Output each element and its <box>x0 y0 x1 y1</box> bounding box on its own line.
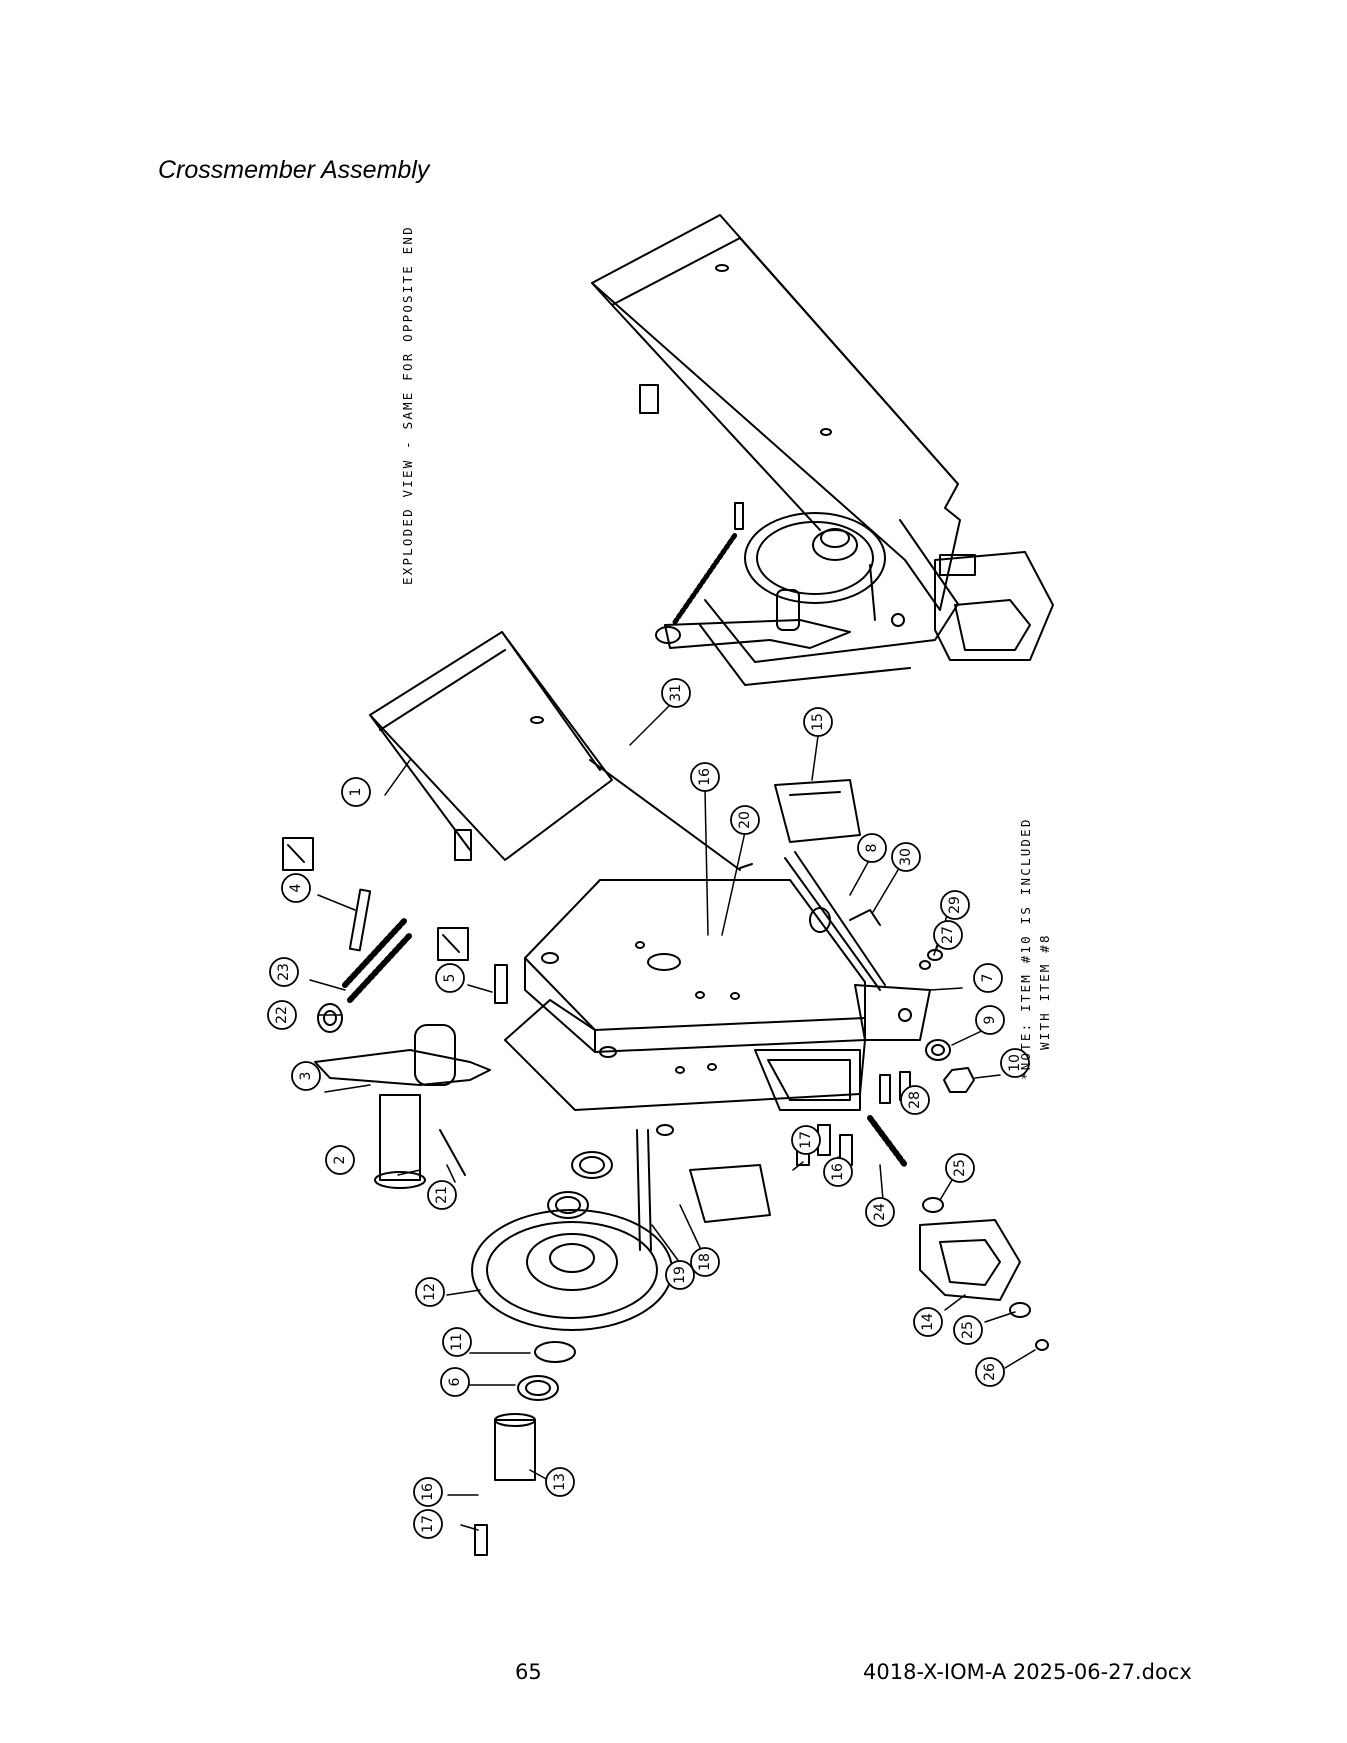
callout-label: 16 <box>830 1163 846 1181</box>
callout-14: 14 <box>913 1307 943 1337</box>
callout-label: 27 <box>940 926 956 944</box>
callout-label: 25 <box>960 1321 976 1339</box>
callout-13: 13 <box>545 1467 575 1497</box>
callout-24: 24 <box>865 1197 895 1227</box>
callout-label: 6 <box>447 1377 463 1386</box>
callout-20: 20 <box>730 805 760 835</box>
page-title: Crossmember Assembly <box>158 156 430 184</box>
callout-label: 7 <box>980 974 996 983</box>
callout-3: 3 <box>291 1061 321 1091</box>
callout-label: 8 <box>864 844 880 853</box>
callout-label: 18 <box>697 1253 713 1271</box>
callout-label: 28 <box>907 1091 923 1109</box>
callout-label: 16 <box>697 768 713 786</box>
callout-label: 14 <box>920 1313 936 1331</box>
callout-8: 8 <box>857 833 887 863</box>
callout-12: 12 <box>415 1277 445 1307</box>
callout-15: 15 <box>803 707 833 737</box>
item-note-line2: WITH ITEM #8 <box>1037 933 1052 1050</box>
callout-label: 15 <box>810 713 826 731</box>
callout-label: 29 <box>947 896 963 914</box>
callout-17: 17 <box>413 1509 443 1539</box>
callout-2: 2 <box>325 1145 355 1175</box>
callout-1: 1 <box>341 777 371 807</box>
callout-label: 23 <box>276 963 292 981</box>
exploded-parts <box>314 631 1049 1556</box>
document-name: 4018-X-IOM-A 2025-06-27.docx <box>863 1660 1192 1684</box>
callout-16: 16 <box>413 1477 443 1507</box>
callout-22: 22 <box>267 1000 297 1030</box>
callout-25: 25 <box>945 1153 975 1183</box>
callout-label: 11 <box>449 1333 465 1351</box>
callout-28: 28 <box>900 1085 930 1115</box>
callout-11: 11 <box>442 1327 472 1357</box>
callout-label: 3 <box>298 1072 314 1081</box>
callout-label: 9 <box>982 1016 998 1025</box>
callout-label: 4 <box>288 883 304 892</box>
callout-label: 10 <box>1007 1054 1023 1072</box>
callout-10: 10 <box>1000 1048 1030 1078</box>
callout-label: 2 <box>332 1156 348 1165</box>
callout-label: 20 <box>737 811 753 829</box>
callout-4: 4 <box>281 873 311 903</box>
callout-label: 17 <box>420 1515 436 1533</box>
callout-26: 26 <box>975 1357 1005 1387</box>
callout-label: 22 <box>274 1006 290 1024</box>
callout-label: 21 <box>434 1186 450 1204</box>
assembled-view <box>591 214 1054 686</box>
threadlocker-icon <box>282 837 469 961</box>
callout-label: 30 <box>898 848 914 866</box>
callout-label: 1 <box>348 788 364 797</box>
callout-label: 19 <box>672 1266 688 1284</box>
callout-21: 21 <box>427 1180 457 1210</box>
callout-label: 5 <box>442 974 458 983</box>
callout-6: 6 <box>440 1367 470 1397</box>
callout-label: 31 <box>668 684 684 702</box>
callout-label: 25 <box>952 1159 968 1177</box>
callout-23: 23 <box>269 957 299 987</box>
callout-31: 31 <box>661 678 691 708</box>
callout-29: 29 <box>940 890 970 920</box>
callout-label: 24 <box>872 1203 888 1221</box>
item-note-line1: *NOTE: ITEM #10 IS INCLUDED <box>1018 817 1033 1080</box>
callout-27: 27 <box>933 920 963 950</box>
callout-9: 9 <box>975 1005 1005 1035</box>
callout-25: 25 <box>953 1315 983 1345</box>
callout-19: 19 <box>665 1260 695 1290</box>
callout-16: 16 <box>690 762 720 792</box>
callout-label: 16 <box>420 1483 436 1501</box>
callout-label: 26 <box>982 1363 998 1381</box>
callout-label: 17 <box>798 1131 814 1149</box>
callout-30: 30 <box>891 842 921 872</box>
callout-16: 16 <box>823 1157 853 1187</box>
exploded-view-note: EXPLODED VIEW - SAME FOR OPPOSITE END <box>400 225 415 585</box>
callout-18: 18 <box>690 1247 720 1277</box>
callout-17: 17 <box>791 1125 821 1155</box>
callout-label: 12 <box>422 1283 438 1301</box>
callout-label: 13 <box>552 1473 568 1491</box>
callout-7: 7 <box>973 963 1003 993</box>
callout-5: 5 <box>435 963 465 993</box>
page-number: 65 <box>515 1660 542 1684</box>
